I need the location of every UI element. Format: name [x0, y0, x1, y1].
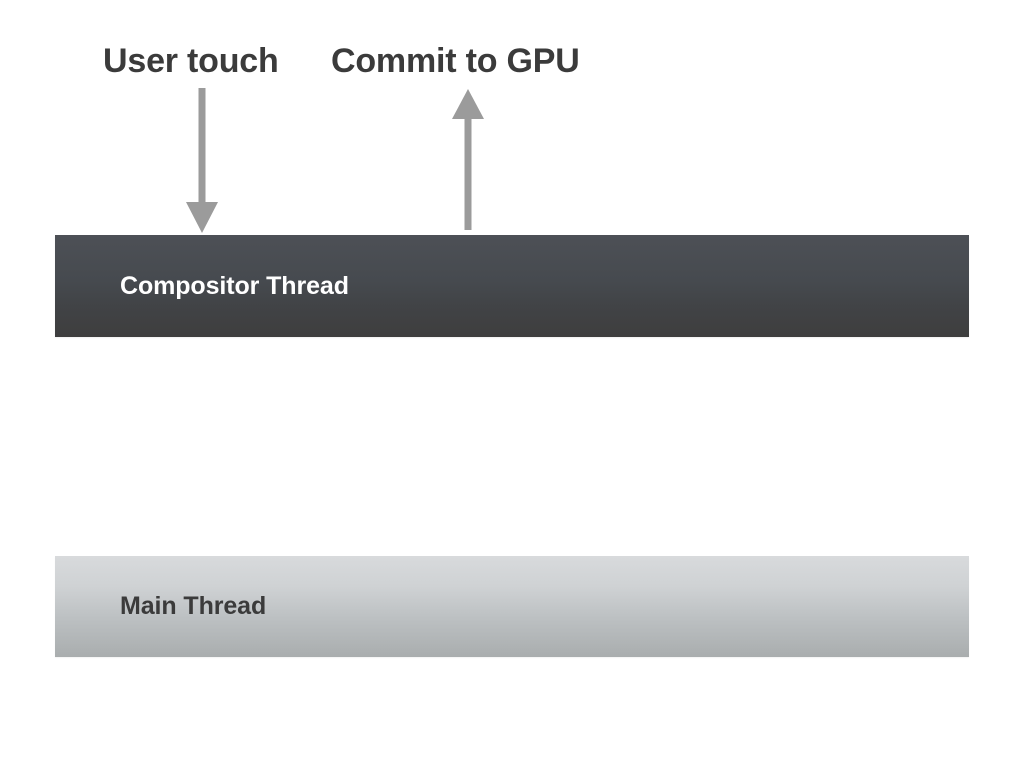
annotation-label-user-touch: User touch	[103, 42, 279, 80]
main-thread-bar: Main Thread	[55, 556, 969, 657]
arrow-up-icon	[452, 89, 484, 230]
compositor-thread-label: Compositor Thread	[120, 271, 349, 300]
main-thread-label: Main Thread	[120, 592, 267, 620]
annotation-label-commit-to-gpu: Commit to GPU	[331, 42, 580, 80]
arrow-down-icon	[186, 88, 218, 233]
compositor-thread-bar: Compositor Thread	[55, 235, 969, 337]
